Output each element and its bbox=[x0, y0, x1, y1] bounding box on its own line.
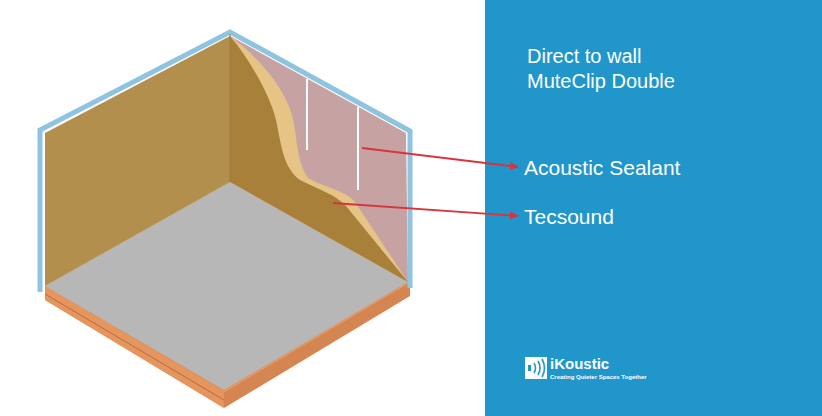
side-panel bbox=[485, 0, 822, 416]
tecsound-membrane bbox=[230, 36, 408, 282]
diagram-title: Direct to wall MuteClip Double bbox=[527, 44, 702, 94]
brand-tagline: Creating Quieter Spaces Together bbox=[550, 374, 647, 381]
part-label: Tecsound bbox=[524, 204, 614, 230]
leader-arrow bbox=[362, 148, 518, 167]
logo-icon bbox=[525, 357, 547, 379]
leader-arrow bbox=[333, 203, 518, 216]
part-label: Acoustic Sealant bbox=[524, 155, 680, 181]
wall-frame bbox=[40, 32, 410, 292]
peeled-layer bbox=[230, 36, 408, 282]
brand-name: iKoustic bbox=[550, 356, 609, 373]
left-wall bbox=[45, 36, 230, 286]
blockwork-wall bbox=[230, 36, 408, 282]
